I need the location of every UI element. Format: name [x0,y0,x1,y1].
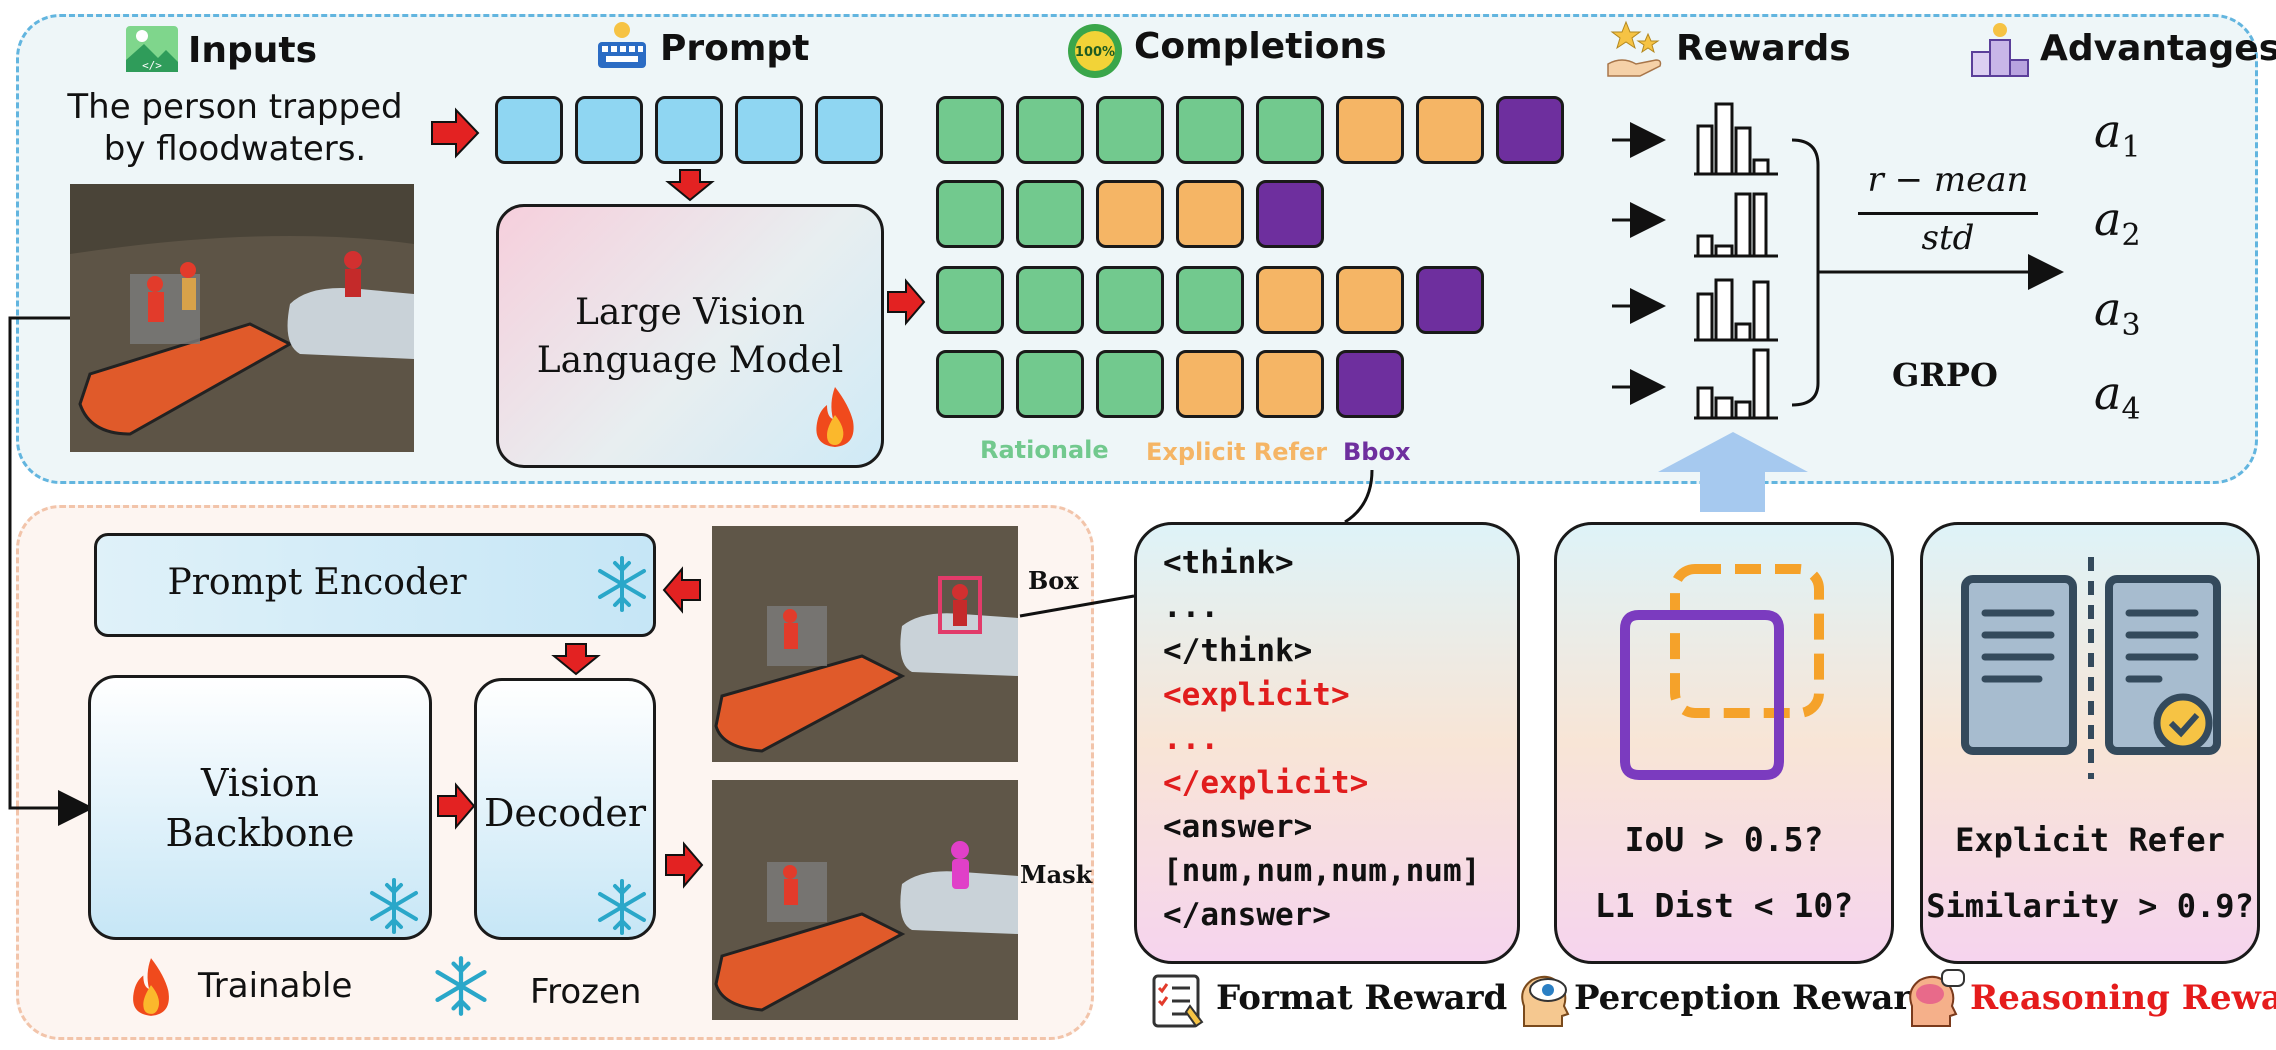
advantage-2: a2 [2094,192,2141,254]
rationale-token [1176,266,1244,334]
stars-hand-icon [1607,20,1662,77]
reward-bars [1694,102,1778,420]
advantage-1: a1 [2094,104,2141,166]
vision-language-model-box: Large Vision Language Model [496,204,884,468]
rationale-token [1016,180,1084,248]
explicit-refer-token [1256,350,1324,418]
explicit-refer-token [1176,350,1244,418]
decoder-label: Decoder [483,791,647,835]
fire-icon [816,387,854,447]
input-image [70,184,414,452]
grpo-label: GRPO [1892,356,1998,394]
frozen-label: Frozen [530,972,642,1012]
snowflake-icon [435,956,487,1016]
eye-head-icon [1521,975,1570,1027]
bbox-token [1496,96,1564,164]
vision-backbone-label: Vision Backbone [165,761,355,855]
advantage-3: a3 [2094,282,2141,344]
box-output-image [712,526,1018,762]
format-reward-label: Format Reward [1216,978,1508,1018]
reasoning-criteria: Explicit Refer Similarity > 0.9? [1926,821,2254,925]
explicit-refer-token [1336,96,1404,164]
reasoning-reward-box: Explicit Refer Similarity > 0.9? [1920,522,2260,964]
keyboard-icon [598,22,646,68]
legend-rationale: Rationale [980,436,1109,464]
formula-numerator: r − mean [1867,160,2029,200]
explicit-refer-token [1176,180,1244,248]
legend-bbox: Bbox [1343,438,1411,466]
rationale-token [1096,96,1164,164]
bbox-token [1336,350,1404,418]
prompt-token [575,96,643,164]
percent-badge-icon: 100% [1068,24,1122,78]
rationale-token [936,350,1004,418]
perception-reward-label: Perception Reward [1574,978,1936,1018]
reasoning-reward-label: Reasoning Reward [1970,978,2276,1018]
perception-criteria: IoU > 0.5? L1 Dist < 10? [1594,820,1854,925]
rationale-token [936,96,1004,164]
format-code: <think> ... </think> <explicit> ... </ex… [1163,545,1481,933]
prompt-encoder-box: Prompt Encoder [94,533,656,637]
explicit-refer-token [1416,96,1484,164]
rationale-token [1096,350,1164,418]
input-query-text: The person trapped by floodwaters. [67,87,403,169]
svg-text:</>: </> [142,59,162,72]
perception-reward-box: IoU > 0.5? L1 Dist < 10? [1554,522,1894,964]
image-icon: </> [126,26,178,72]
prompt-header: Prompt [660,28,810,69]
box-label: Box [1028,566,1079,595]
model-label: Large Vision Language Model [536,292,844,381]
advantages-header: Advantages [2040,28,2276,69]
format-reward-box: <think> ... </think> <explicit> ... </ex… [1134,522,1520,964]
completions-header: Completions [1134,26,1387,67]
fire-icon [133,958,169,1016]
checklist-icon [1152,974,1204,1028]
rationale-token [936,266,1004,334]
podium-icon [1971,23,2029,77]
bbox-token [1416,266,1484,334]
formula-denominator: std [1921,218,1975,258]
legend-explicit-refer: Explicit Refer [1146,438,1328,466]
rationale-token [1096,266,1164,334]
explicit-refer-token [1096,180,1164,248]
rationale-token [936,180,1004,248]
mask-label: Mask [1020,860,1093,889]
decoder-box: Decoder [474,678,656,940]
rationale-token [1016,266,1084,334]
bbox-square-icon [1620,564,1824,780]
brain-head-icon [1909,969,1965,1027]
document-compare-icon [1961,557,2221,779]
snowflake-icon [598,556,646,612]
formula-bar [1858,212,2038,215]
prompt-encoder-label: Prompt Encoder [167,562,467,603]
snowflake-icon [598,879,646,935]
mask-output-image [712,780,1018,1020]
rationale-token [1016,96,1084,164]
vision-backbone-box: Vision Backbone [88,675,432,940]
prompt-token [655,96,723,164]
trainable-label: Trainable [198,966,353,1006]
prompt-token [815,96,883,164]
prompt-token [735,96,803,164]
rationale-token [1256,96,1324,164]
rationale-token [1016,350,1084,418]
rewards-header: Rewards [1676,28,1851,69]
snowflake-icon [370,878,418,934]
explicit-refer-token [1256,266,1324,334]
svg-text:100%: 100% [1075,45,1115,60]
rationale-token [1176,96,1244,164]
bbox-token [1256,180,1324,248]
advantage-4: a4 [2094,366,2141,428]
prompt-token [495,96,563,164]
explicit-refer-token [1336,266,1404,334]
inputs-header: Inputs [188,30,318,71]
